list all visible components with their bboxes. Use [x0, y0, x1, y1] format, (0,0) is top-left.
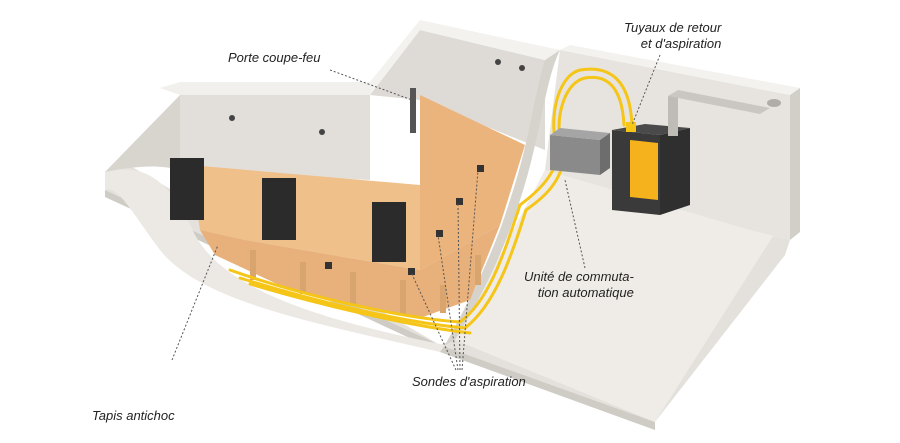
impact-panel-3 — [372, 202, 406, 262]
wood-floor — [200, 225, 500, 318]
shelter-back-wall-right — [370, 30, 545, 150]
wall-vents — [229, 59, 525, 135]
label-return-pipes: Tuyaux de retour et d'aspiration — [624, 20, 721, 52]
label-switching-unit-line-1: Unité de commuta- — [524, 269, 634, 284]
wood-wall-right — [420, 95, 525, 270]
label-fire-door: Porte coupe-feu — [228, 50, 321, 65]
leader-unite — [564, 179, 586, 269]
label-switching-unit-line-2: tion automatique — [537, 285, 634, 300]
label-return-pipes-line-2: et d'aspiration — [640, 36, 722, 51]
label-aspiration-probes: Sondes d'aspiration — [412, 374, 526, 389]
aspiration-probes — [325, 165, 484, 275]
wood-posts — [250, 250, 481, 314]
shelter-back-wall-left — [180, 95, 370, 180]
label-impact-mat: Tapis antichoc — [92, 408, 175, 423]
partition-wall — [445, 50, 560, 345]
label-switching-unit: Unité de commuta- tion automatique — [524, 269, 634, 301]
floor-front-face — [105, 190, 655, 430]
leader-sondes-1 — [461, 169, 479, 371]
leader-tuyaux — [631, 54, 661, 126]
machine-room-floor — [455, 170, 780, 422]
fire-door — [410, 88, 416, 133]
impact-panel-2 — [262, 178, 296, 240]
shelter-wall-top-right — [370, 20, 560, 95]
aspiration-cabinet — [612, 122, 690, 215]
leader-sondes-4 — [410, 271, 457, 371]
return-duct — [668, 90, 781, 136]
wood-wall-left — [190, 165, 420, 270]
impact-panel-1 — [170, 158, 204, 220]
left-wall-face — [105, 95, 180, 172]
machine-room-wall-top — [560, 45, 800, 95]
leader-lines — [171, 54, 661, 371]
leader-sondes-3 — [437, 234, 459, 371]
machine-room-right-wall — [790, 88, 800, 240]
shelter-curved-wall — [105, 169, 445, 352]
leader-porte — [329, 69, 413, 101]
label-return-pipes-line-1: Tuyaux de retour — [624, 20, 722, 35]
shelter-wall-top-left — [160, 82, 370, 95]
leader-tapis — [171, 244, 219, 361]
switching-unit — [550, 128, 610, 175]
